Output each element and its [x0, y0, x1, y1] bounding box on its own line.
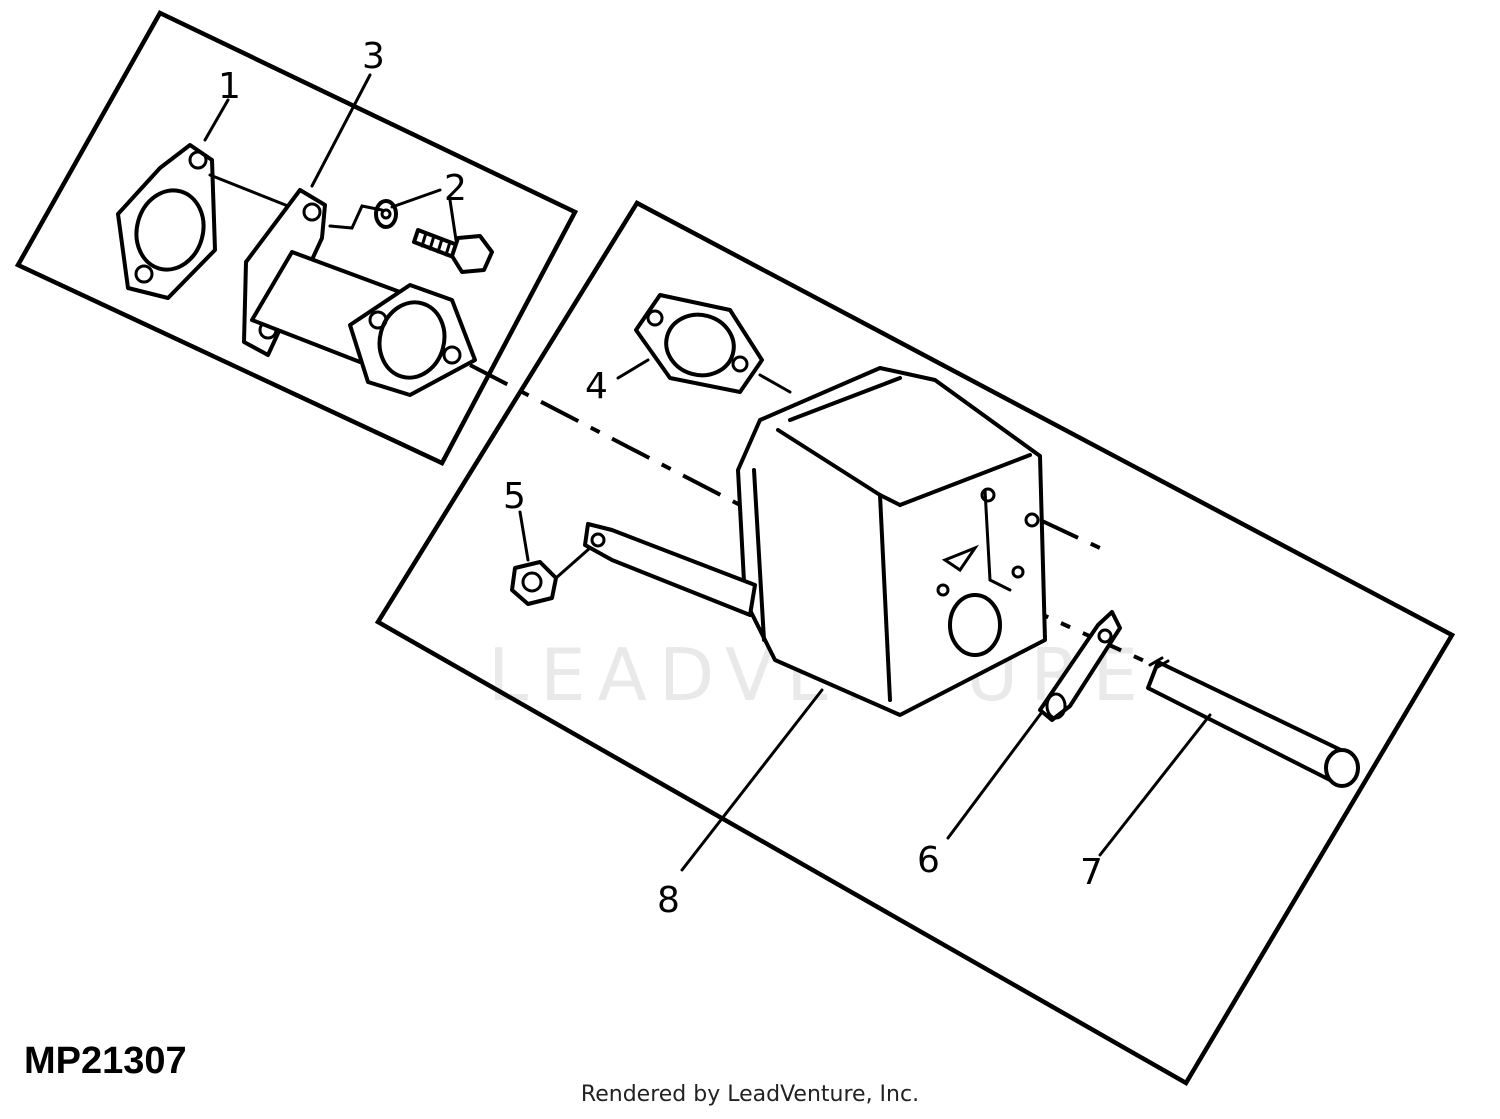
callout-1: 1 [218, 66, 241, 107]
callout-2: 2 [444, 168, 467, 209]
callout-4: 4 [585, 366, 608, 407]
leader-3 [310, 73, 372, 188]
pin-part-7[interactable] [1146, 656, 1360, 788]
gasket-part-1[interactable] [116, 143, 217, 300]
leader-2b [390, 188, 442, 209]
leader-5 [518, 510, 530, 562]
bolt-part-2[interactable] [412, 228, 494, 274]
render-credit-label: Rendered by LeadVenture, Inc. [580, 1082, 920, 1107]
exhaust-pipe-part-3[interactable] [242, 188, 477, 397]
leader-4 [616, 358, 650, 380]
lock-plate-part-6[interactable] [1038, 610, 1122, 722]
left-group-frame [14, 10, 579, 466]
callout-8: 8 [657, 880, 680, 921]
right-group-frame [374, 200, 1456, 1087]
bolt-centerline [1039, 518, 1101, 550]
pipe-to-washer-line [328, 204, 384, 230]
leader-7 [1098, 713, 1212, 857]
leader-2 [448, 198, 458, 242]
leader-1 [203, 98, 230, 142]
muffler-gasket-part-4[interactable] [634, 293, 764, 394]
callout-5: 5 [503, 476, 526, 517]
assembly-centerline [469, 363, 741, 507]
callout-3: 3 [362, 36, 385, 77]
drawing-id-label: MP21307 [24, 1040, 187, 1082]
leader-8 [680, 688, 824, 872]
gasket-to-pipe-line [208, 173, 300, 212]
gasket-4-line [758, 373, 792, 394]
leader-6 [946, 710, 1044, 840]
muffler-part-8[interactable] [736, 366, 1047, 717]
callout-6: 6 [917, 840, 940, 881]
muffler-bracket[interactable] [583, 522, 757, 617]
washer-part-2[interactable] [374, 199, 398, 229]
nut-part-5[interactable] [510, 560, 558, 606]
nut-to-bracket-line [554, 546, 592, 580]
callout-7: 7 [1080, 852, 1103, 893]
